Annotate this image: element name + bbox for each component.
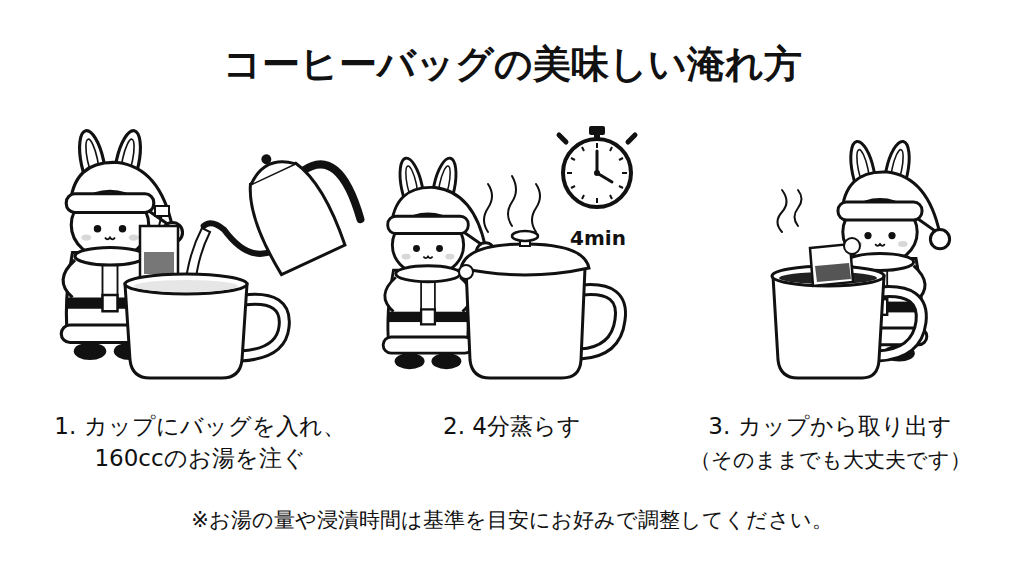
steam xyxy=(484,176,540,232)
bag-grounds xyxy=(144,252,174,274)
kettle-knob xyxy=(260,153,273,166)
lid-knob xyxy=(512,231,538,241)
timer-center xyxy=(594,170,600,176)
bag-grounds xyxy=(815,263,851,282)
steam xyxy=(778,190,802,232)
step-caption: 1. カップにバッグを入れ、 160ccのお湯を注ぐ xyxy=(30,410,370,474)
timer xyxy=(559,126,635,207)
paw xyxy=(844,238,860,254)
water xyxy=(134,280,238,292)
mug-lid xyxy=(461,244,589,275)
timer-ticks xyxy=(567,143,627,203)
step-note: （そのままでも大丈夫です） xyxy=(690,446,971,475)
kettle xyxy=(187,128,370,295)
step-caption: 2. 4分蒸らす xyxy=(443,410,581,442)
mug-handle xyxy=(878,292,921,356)
paw xyxy=(459,265,473,279)
timer-hands xyxy=(597,151,612,182)
mug-handle xyxy=(580,290,621,354)
mug-handle xyxy=(580,290,621,354)
bag xyxy=(140,226,178,278)
mug xyxy=(466,268,585,378)
mug-handle xyxy=(878,292,921,356)
timer-button xyxy=(589,126,605,135)
mug-rim xyxy=(125,274,247,294)
coffee-bag xyxy=(140,206,178,278)
title: コーヒーバッグの美味しい淹れ方 xyxy=(223,38,802,91)
mug xyxy=(125,284,247,378)
timer-face xyxy=(563,139,631,207)
mug xyxy=(773,276,884,378)
coffee-bag xyxy=(810,238,860,286)
timer-label: 4min xyxy=(570,224,626,252)
step-caption: 3. カップから取り出す xyxy=(708,410,951,442)
note: ※お湯の量や浸漬時間は基準を目安にお好みで調整してください。 xyxy=(191,506,833,535)
bag-tag xyxy=(155,206,169,216)
